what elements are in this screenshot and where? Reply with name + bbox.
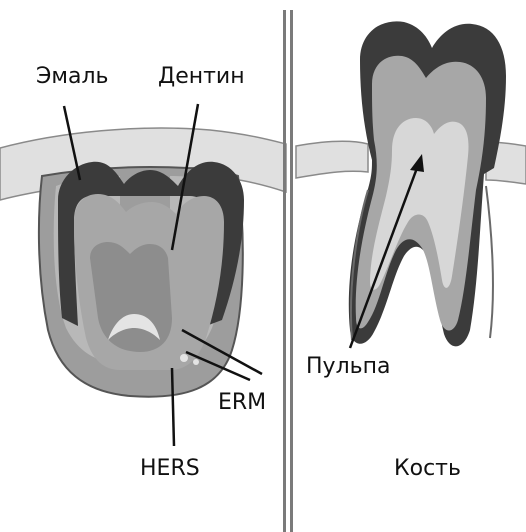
- right-gum-band: [296, 141, 368, 178]
- bone-label: Кость: [394, 458, 461, 480]
- enamel-label: Эмаль: [36, 66, 108, 88]
- erm-cell: [180, 354, 188, 362]
- bone-line-right: [486, 186, 493, 338]
- erm-cell: [193, 359, 199, 365]
- hers-label: HERS: [140, 458, 200, 480]
- left-panel: [0, 128, 286, 397]
- panel-divider: [283, 10, 293, 532]
- dentin-label: Дентин: [158, 66, 245, 88]
- erm-label: ERM: [218, 392, 266, 414]
- pulp-label: Пульпа: [306, 356, 390, 378]
